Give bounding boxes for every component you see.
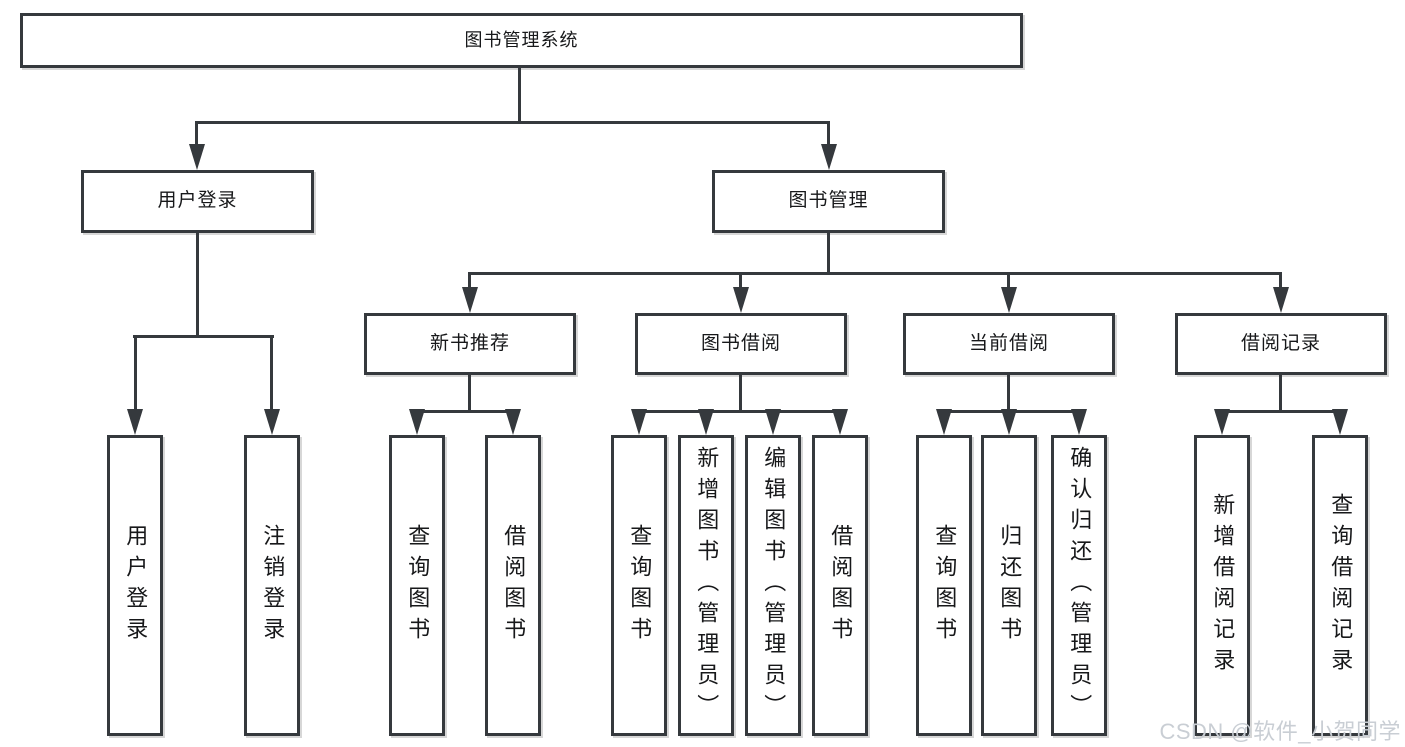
edge-drop [468, 272, 471, 289]
arrow-down-icon [462, 287, 478, 313]
edge-stem [1007, 375, 1010, 412]
leaf-user-login: 用户登录 [107, 435, 163, 736]
edge-drop [134, 335, 137, 411]
edge-level2-rail [195, 121, 830, 124]
arrow-down-icon [1214, 409, 1230, 435]
leaf-query-books-3: 查询图书 [916, 435, 972, 736]
leaf-add-books-admin: 新增图书（管理员） [678, 435, 734, 736]
arrow-down-icon [821, 144, 837, 170]
edge-drop [270, 335, 273, 411]
arrow-down-icon [936, 409, 952, 435]
edge-user-login-stem [196, 233, 199, 337]
node-current-borrowing: 当前借阅 [903, 313, 1115, 375]
leaf-borrow-books-2: 借阅图书 [812, 435, 868, 736]
arrow-down-icon [733, 287, 749, 313]
edge-stem [739, 375, 742, 412]
leaf-query-books-2: 查询图书 [611, 435, 667, 736]
edge-user-login-rail [133, 335, 274, 338]
arrow-down-icon [409, 409, 425, 435]
arrow-down-icon [189, 144, 205, 170]
node-book-borrowing: 图书借阅 [635, 313, 847, 375]
leaf-query-borrow-record: 查询借阅记录 [1312, 435, 1368, 736]
arrow-down-icon [1071, 409, 1087, 435]
edge-level3-rail [468, 272, 1282, 275]
arrow-down-icon [832, 409, 848, 435]
arrow-down-icon [505, 409, 521, 435]
edge-rail [637, 410, 842, 413]
arrow-down-icon [1273, 287, 1289, 313]
leaf-add-borrow-record: 新增借阅记录 [1194, 435, 1250, 736]
edge-drop [739, 272, 742, 289]
arrow-down-icon [264, 409, 280, 435]
node-root: 图书管理系统 [20, 13, 1023, 68]
leaf-query-books-1: 查询图书 [389, 435, 445, 736]
edge-root-stem [518, 68, 521, 121]
arrow-down-icon [127, 409, 143, 435]
csdn-watermark: CSDN @软件_小贺同学 [1159, 719, 1401, 744]
arrow-down-icon [765, 409, 781, 435]
arrow-down-icon [1001, 287, 1017, 313]
edge-rail [415, 410, 516, 413]
node-new-book-recommend: 新书推荐 [364, 313, 576, 375]
edge-drop [1007, 272, 1010, 289]
leaf-edit-books-admin: 编辑图书（管理员） [745, 435, 801, 736]
arrow-down-icon [631, 409, 647, 435]
edge-book-management-stem [827, 233, 830, 274]
arrow-down-icon [1332, 409, 1348, 435]
edge-stem [1279, 375, 1282, 412]
leaf-borrow-books-1: 借阅图书 [485, 435, 541, 736]
leaf-return-books: 归还图书 [981, 435, 1037, 736]
node-book-management: 图书管理 [712, 170, 945, 233]
edge-rail [1220, 410, 1342, 413]
leaf-confirm-return-admin: 确认归还（管理员） [1051, 435, 1107, 736]
arrow-down-icon [698, 409, 714, 435]
edge-drop [1279, 272, 1282, 289]
leaf-logout: 注销登录 [244, 435, 300, 736]
arrow-down-icon [1001, 409, 1017, 435]
node-user-login: 用户登录 [81, 170, 314, 233]
edge-stem [468, 375, 471, 412]
node-borrowing-records: 借阅记录 [1175, 313, 1387, 375]
edge-drop-user-login [195, 121, 198, 146]
edge-drop-book-management [827, 121, 830, 146]
